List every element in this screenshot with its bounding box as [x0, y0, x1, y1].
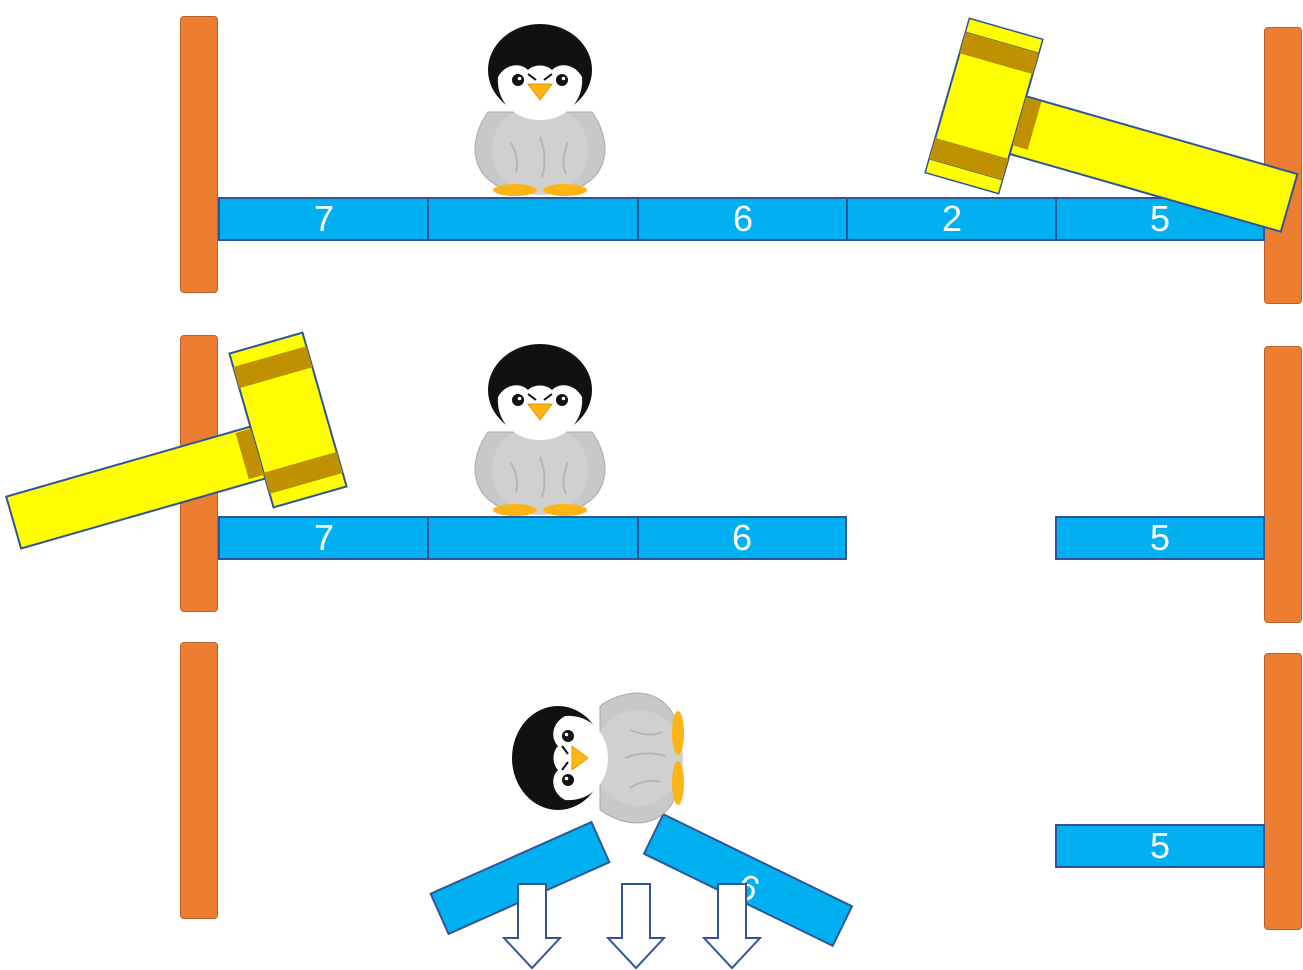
hammer-icon [4, 331, 348, 550]
hammer-icon [924, 17, 1299, 233]
ice-block: 2 [846, 197, 1056, 241]
ice-block [427, 516, 638, 560]
arrow-down-icon [701, 883, 763, 970]
left-post-row1 [180, 16, 218, 293]
ice-block [427, 197, 638, 241]
ice-block: 7 [218, 197, 428, 241]
ice-block: 6 [637, 516, 847, 560]
right-post-row3 [1264, 653, 1302, 930]
ice-block: 5 [1055, 516, 1265, 560]
ice-block: 7 [218, 516, 428, 560]
penguin-icon [474, 343, 606, 517]
right-post-row2 [1264, 346, 1302, 623]
penguin-icon [474, 24, 606, 196]
ice-block: 6 [637, 197, 847, 241]
arrow-down-icon [605, 883, 667, 970]
left-post-row3 [180, 642, 218, 919]
penguin-icon [511, 692, 685, 824]
arrow-down-icon [501, 883, 563, 970]
ice-block: 5 [1055, 824, 1265, 868]
